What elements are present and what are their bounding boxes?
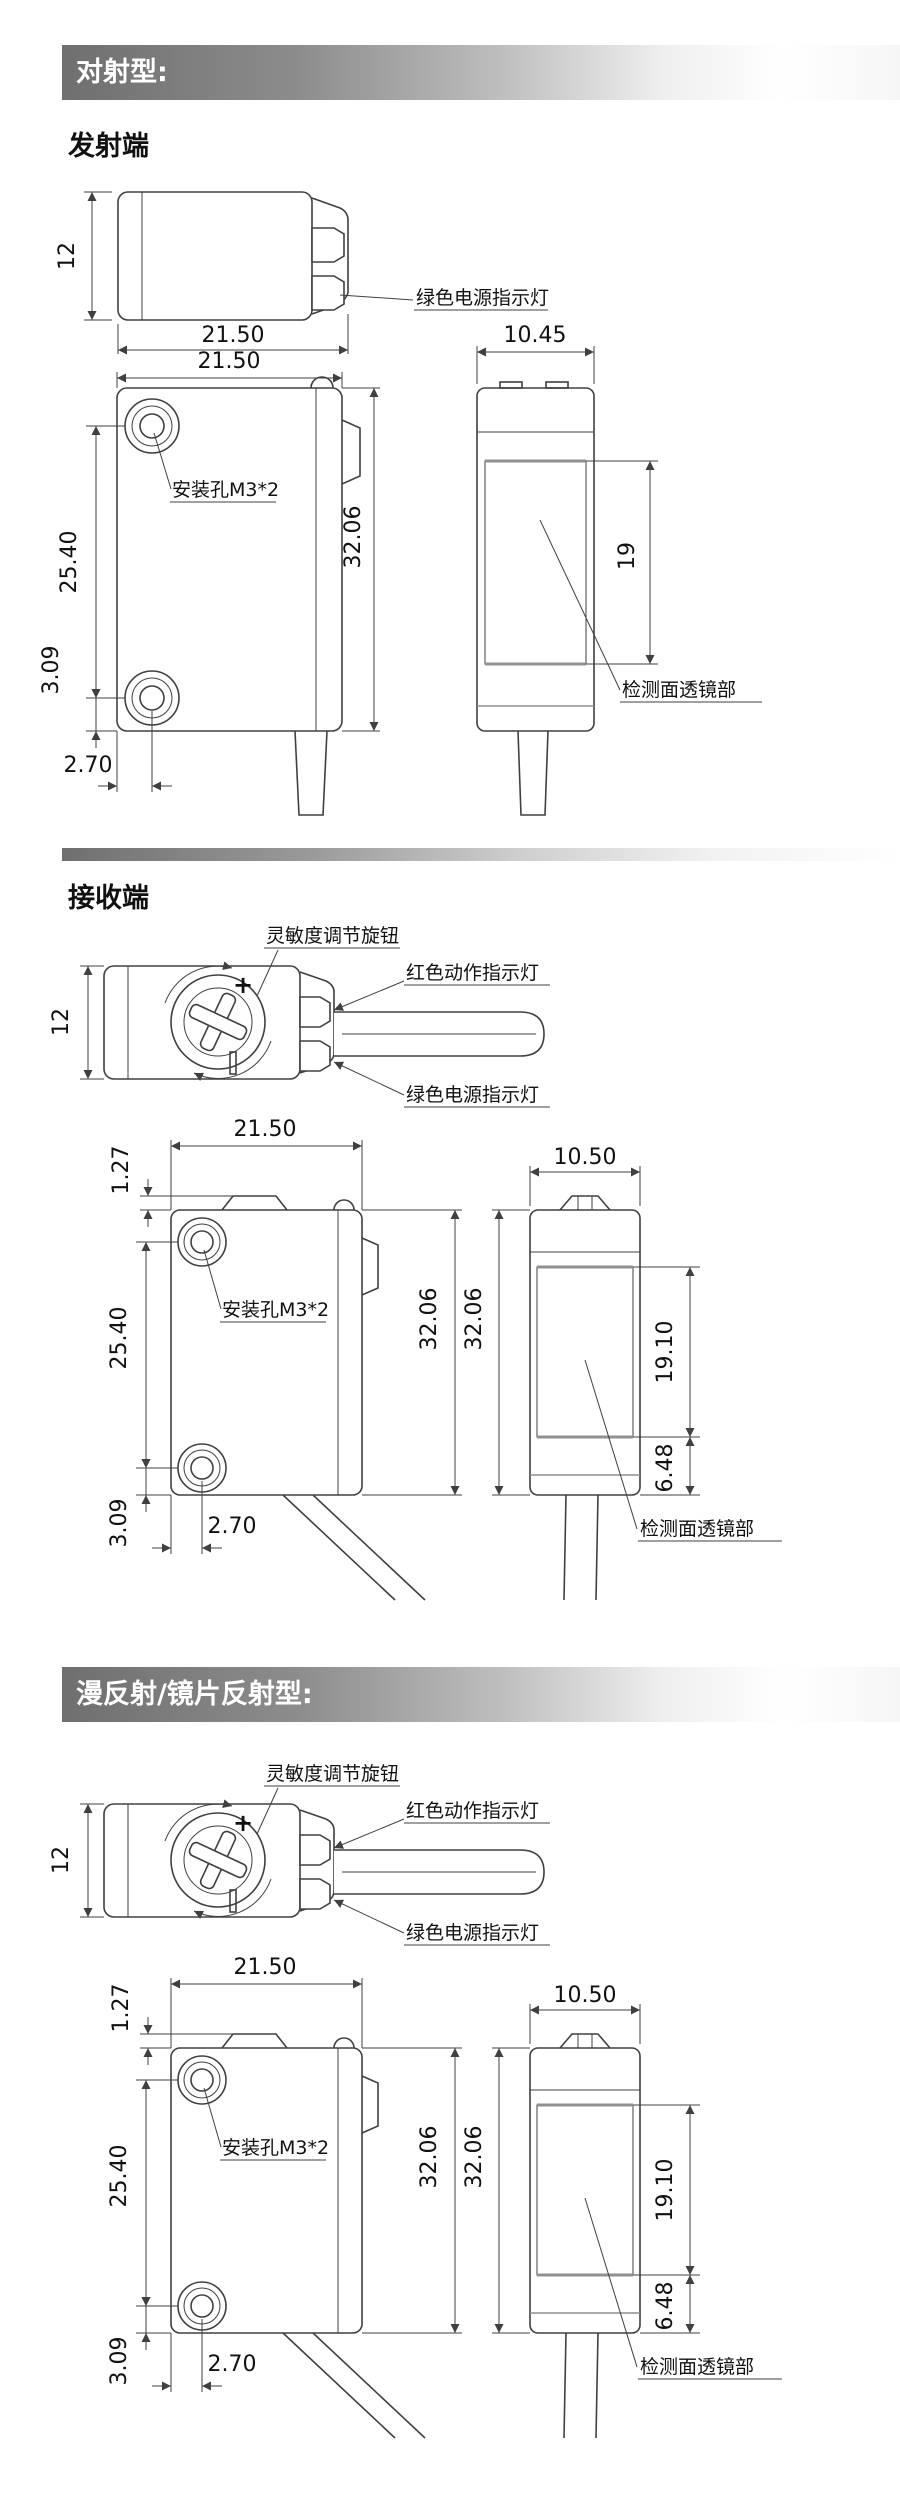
receiver-lens-label: 检测面透镜部 <box>640 1518 754 1540</box>
diffuse-side-view: 10.50 32.06 19.10 6.48 <box>462 1983 782 2439</box>
emitter-dim-hole-offset: 2.70 <box>64 753 113 778</box>
receiver-title: 接收端 <box>68 883 149 914</box>
diffuse-red-led-tab <box>299 1834 331 1866</box>
diffuse-top-view: 灵敏度调节旋钮 + 12 红色动作指示灯 <box>49 1763 550 1946</box>
emitter-mount-hole-top <box>124 398 180 454</box>
receiver-dim-hole-to-bottom: 3.09 <box>107 1499 132 1548</box>
emitter-title: 发射端 <box>68 131 149 162</box>
emitter-mount-hole-label: 安装孔M3*2 <box>172 479 279 501</box>
diffuse-dim-lens-height: 19.10 <box>653 2159 678 2222</box>
emitter-lens-window <box>484 460 587 665</box>
emitter-dim-height: 32.06 <box>341 506 366 569</box>
receiver-green-led-tab <box>299 1040 331 1072</box>
receiver-side-view: 10.50 32.06 19.10 6.4 <box>462 1145 782 1601</box>
diffuse-side-dim-width: 10.50 <box>554 1983 617 2008</box>
diffuse-dim-hole-offset: 2.70 <box>208 2352 257 2377</box>
receiver-top-dim-height: 12 <box>49 1008 74 1036</box>
section-header-diffuse-label: 漫反射/镜片反射型: <box>76 1679 313 1710</box>
diffuse-dim-hole-to-bottom: 3.09 <box>107 2337 132 2386</box>
emitter-front-dim-width: 21.50 <box>198 349 261 374</box>
receiver-dim-hole-span: 25.40 <box>107 1307 132 1370</box>
emitter-top-dim-height: 12 <box>55 242 80 270</box>
receiver-dim-top-offset: 1.27 <box>109 1146 134 1195</box>
diffuse-drawing: 灵敏度调节旋钮 + 12 红色动作指示灯 <box>49 1763 782 2439</box>
emitter-dim-lens-height: 19 <box>615 542 640 570</box>
diffuse-dim-lens-to-bottom: 6.48 <box>653 2282 678 2331</box>
receiver-red-led-tab <box>299 996 331 1028</box>
receiver-mount-hole-label: 安装孔M3*2 <box>222 1299 329 1321</box>
section-divider-bar <box>62 848 900 861</box>
diffuse-front-dim-height: 32.06 <box>417 2126 442 2189</box>
emitter-top-dim-width: 21.50 <box>202 323 265 348</box>
emitter-drawing: 12 21.50 绿色电源指示灯 21.50 <box>39 191 762 816</box>
receiver-front-dim-height: 32.06 <box>417 1288 442 1351</box>
knob-plus-mark: + <box>233 971 253 999</box>
emitter-side-cable <box>517 730 549 816</box>
section-header-through-beam: 对射型: <box>62 45 900 100</box>
receiver-front-dim-width: 21.50 <box>234 1117 297 1142</box>
emitter-dim-hole-to-bottom: 3.09 <box>39 646 64 695</box>
diffuse-lens-label: 检测面透镜部 <box>640 2356 754 2378</box>
diffuse-dim-top-offset: 1.27 <box>109 1984 134 2033</box>
diffuse-mount-hole-label: 安装孔M3*2 <box>222 2137 329 2159</box>
emitter-top-view: 12 21.50 绿色电源指示灯 <box>55 191 549 355</box>
emitter-green-led-label: 绿色电源指示灯 <box>416 287 549 309</box>
receiver-green-led-label: 绿色电源指示灯 <box>406 1084 539 1106</box>
diffuse-lens-window <box>536 2104 634 2276</box>
diffuse-green-led-label: 绿色电源指示灯 <box>406 1922 539 1944</box>
emitter-indicator-tab-upper <box>311 227 345 263</box>
emitter-side-dim-width: 10.45 <box>504 323 567 348</box>
receiver-dim-lens-height: 19.10 <box>653 1321 678 1384</box>
receiver-knob-label: 灵敏度调节旋钮 <box>266 925 399 947</box>
diffuse-knob-label: 灵敏度调节旋钮 <box>266 1763 399 1785</box>
emitter-dim-hole-span: 25.40 <box>57 531 82 594</box>
emitter-indicator-tab-lower <box>311 275 345 311</box>
receiver-drawing: 灵敏度调节旋钮 + 12 <box>49 925 782 1601</box>
receiver-red-led-label: 红色动作指示灯 <box>406 962 539 984</box>
receiver-side-dim-width: 10.50 <box>554 1145 617 1170</box>
receiver-lens-window <box>536 1266 634 1438</box>
receiver-top-view: 灵敏度调节旋钮 + 12 <box>49 925 550 1108</box>
receiver-side-dim-height: 32.06 <box>462 1288 487 1351</box>
diffuse-green-led-tab <box>299 1878 331 1910</box>
knob-plus-mark: + <box>233 1809 253 1837</box>
receiver-dim-hole-offset: 2.70 <box>208 1514 257 1539</box>
emitter-front-view: 21.50 安装孔M3*2 25.40 <box>39 349 380 816</box>
diffuse-top-dim-height: 12 <box>49 1846 74 1874</box>
diffuse-front-dim-width: 21.50 <box>234 1955 297 1980</box>
emitter-lens-label: 检测面透镜部 <box>622 679 736 701</box>
receiver-mount-hole-top <box>177 1217 227 1267</box>
section-header-through-beam-label: 对射型: <box>76 57 168 88</box>
diffuse-red-led-label: 红色动作指示灯 <box>406 1800 539 1822</box>
emitter-side-view: 10.45 19 检测面透镜部 <box>476 323 762 816</box>
diffuse-side-dim-height: 32.06 <box>462 2126 487 2189</box>
receiver-dim-lens-to-bottom: 6.48 <box>653 1444 678 1493</box>
diffuse-dim-hole-span: 25.40 <box>107 2145 132 2208</box>
receiver-front-view: 21.50 1.27 安装孔M3*2 <box>107 1117 462 1601</box>
diffuse-mount-hole-top <box>177 2055 227 2105</box>
diffuse-front-view: 21.50 1.27 安装孔M3*2 25 <box>107 1955 462 2439</box>
section-header-diffuse: 漫反射/镜片反射型: <box>62 1667 900 1722</box>
emitter-front-cable <box>294 730 328 816</box>
